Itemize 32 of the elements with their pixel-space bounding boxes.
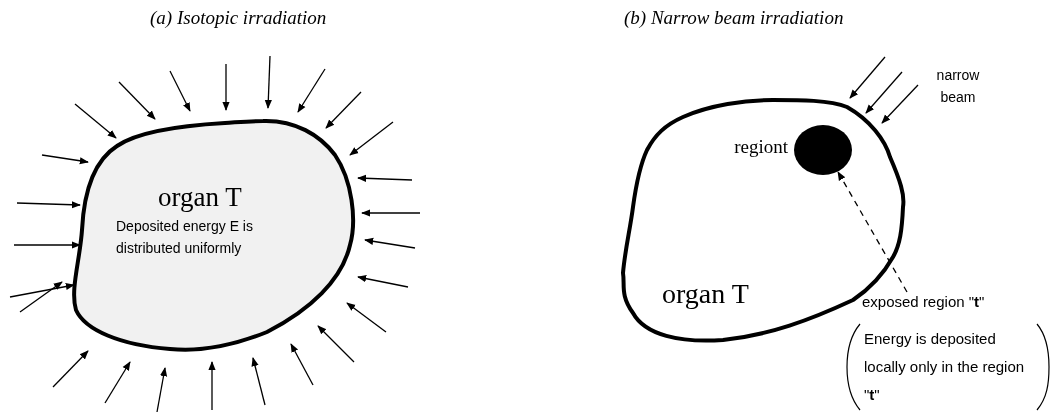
radiation-arrow [118, 81, 156, 120]
panel-title: (b) Narrow beam irradiation [624, 6, 844, 30]
radiation-arrow [357, 174, 413, 182]
radiation-arrow [264, 55, 272, 109]
beam-label: narrow beam [935, 66, 981, 107]
radiation-arrow [208, 361, 216, 411]
radiation-arrow [251, 357, 266, 406]
radiation-arrow [169, 70, 191, 112]
radiation-arrow [104, 361, 131, 404]
radiation-arrow [361, 209, 421, 217]
radiation-arrow [16, 201, 81, 209]
dashed-arrow [837, 171, 908, 293]
radiation-arrow [13, 241, 81, 249]
callout-text: exposed region "t" [862, 292, 985, 312]
radiation-arrow [19, 281, 63, 313]
radiation-arrow [881, 84, 919, 124]
bracketed-note [846, 322, 1051, 412]
region-label: regiont [734, 135, 788, 159]
radiation-arrow [52, 350, 89, 388]
radiation-arrow [849, 56, 886, 99]
radiation-arrow [349, 121, 394, 156]
radiation-arrow [156, 367, 168, 413]
radiation-arrow [364, 237, 416, 249]
radiation-arrow [9, 282, 75, 298]
radiation-arrow [865, 71, 903, 114]
radiation-arrow [222, 63, 230, 111]
radiation-arrow [297, 68, 326, 113]
note-text: Energy is deposited locally only in the region "t" [864, 329, 1026, 405]
organ-label: organ T [662, 277, 749, 311]
panel-title: (a) Isotopic irradiation [150, 6, 327, 30]
radiation-arrow [290, 343, 314, 386]
radiation-arrow [357, 275, 409, 288]
